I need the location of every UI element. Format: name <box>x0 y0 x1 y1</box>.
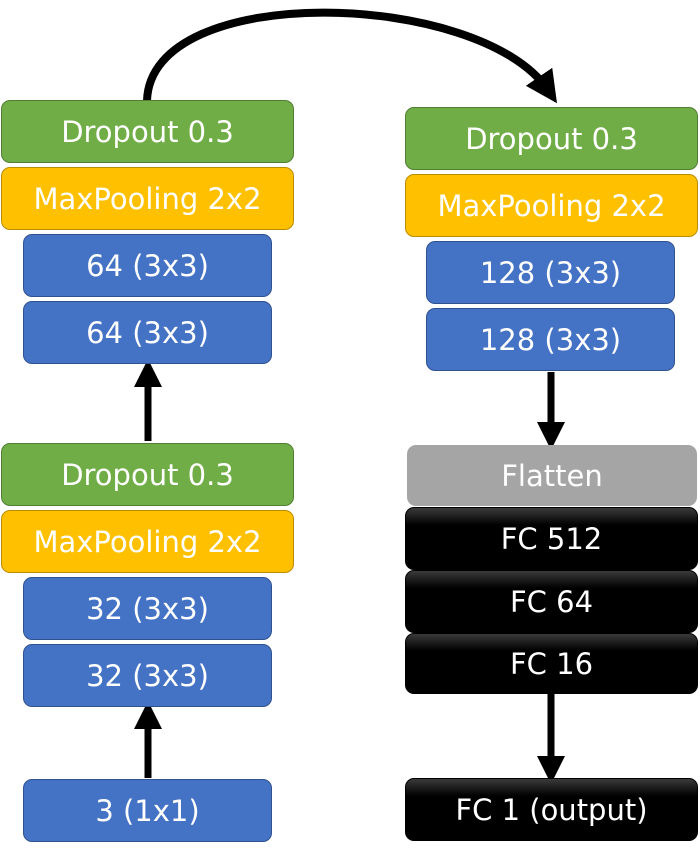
block3-dropout-layer: Dropout 0.3 <box>405 107 698 170</box>
block3-conv-layer-b: 128 (3x3) <box>426 308 675 371</box>
fc-512-layer: FC 512 <box>405 507 698 570</box>
block1-maxpooling-layer: MaxPooling 2x2 <box>1 510 294 573</box>
fc-output-layer: FC 1 (output) <box>405 778 698 841</box>
fc-64-layer: FC 64 <box>405 570 698 633</box>
block2-dropout-layer: Dropout 0.3 <box>1 100 294 163</box>
block3-maxpooling-layer: MaxPooling 2x2 <box>405 174 698 237</box>
block3-conv-layer-a: 128 (3x3) <box>426 241 675 304</box>
flatten-layer: Flatten <box>407 445 697 506</box>
block2-conv-layer-b: 64 (3x3) <box>23 301 272 364</box>
block2-conv-layer-a: 64 (3x3) <box>23 234 272 297</box>
block1-dropout-layer: Dropout 0.3 <box>1 443 294 506</box>
input-layer: 3 (1x1) <box>23 779 272 842</box>
fc-16-layer: FC 16 <box>405 633 698 694</box>
block1-conv-layer-a: 32 (3x3) <box>23 577 272 640</box>
block1-conv-layer-b: 32 (3x3) <box>23 644 272 707</box>
arrow-block2-to-block3 <box>143 8 558 104</box>
block2-maxpooling-layer: MaxPooling 2x2 <box>1 167 294 230</box>
